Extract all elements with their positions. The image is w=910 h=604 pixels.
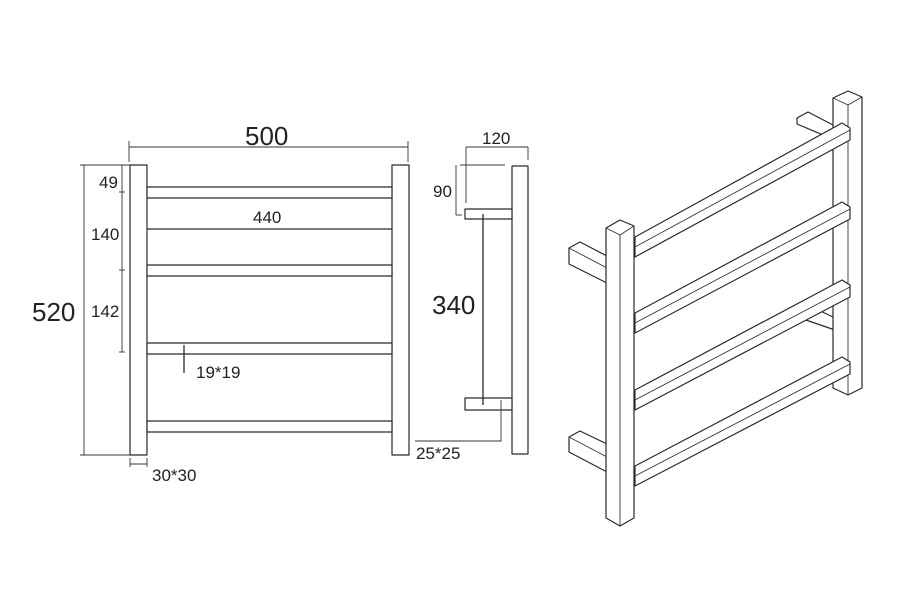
bottom-bracket <box>464 397 513 411</box>
rail-3d-2 <box>634 201 851 334</box>
spacing-1-label: 140 <box>91 225 119 244</box>
rail-4 <box>146 420 393 433</box>
top-bracket <box>464 208 513 220</box>
depth-label: 120 <box>482 129 510 148</box>
front-view: 500 520 440 49 140 142 19*19 30*30 <box>32 121 410 485</box>
rail-length-label: 440 <box>253 208 281 227</box>
rail-3d-4 <box>634 356 851 487</box>
edge <box>568 436 608 458</box>
front-top-bracket <box>568 241 608 284</box>
edge <box>634 363 851 477</box>
spacing-2-label: 142 <box>91 302 119 321</box>
overall-height-label: 520 <box>32 297 75 327</box>
edge <box>634 286 851 401</box>
side-view: 120 90 340 25*25 <box>415 129 529 463</box>
edge <box>568 247 608 269</box>
left-post <box>129 164 148 456</box>
post-section-label: 30*30 <box>152 466 196 485</box>
rail-3 <box>146 342 393 355</box>
right-post <box>391 164 410 456</box>
rail-3d-1 <box>634 122 851 258</box>
front-bottom-bracket <box>568 430 608 473</box>
bracket-section-leader <box>415 400 502 442</box>
bracket-section-label: 25*25 <box>416 444 460 463</box>
rail-section-label: 19*19 <box>196 363 240 382</box>
right-post-3d <box>832 90 863 396</box>
overall-width-label: 500 <box>245 121 288 151</box>
rail-3d-3 <box>634 279 851 411</box>
rail-1 <box>146 186 393 199</box>
side-post <box>511 165 529 455</box>
edge <box>634 208 851 324</box>
isometric-view <box>568 90 863 527</box>
bracket-spacing-label: 340 <box>432 290 475 320</box>
rails-3d <box>634 122 851 487</box>
rail-2 <box>146 264 393 277</box>
edge <box>634 129 851 248</box>
offset-label: 90 <box>433 182 452 201</box>
top-offset-label: 49 <box>99 173 118 192</box>
